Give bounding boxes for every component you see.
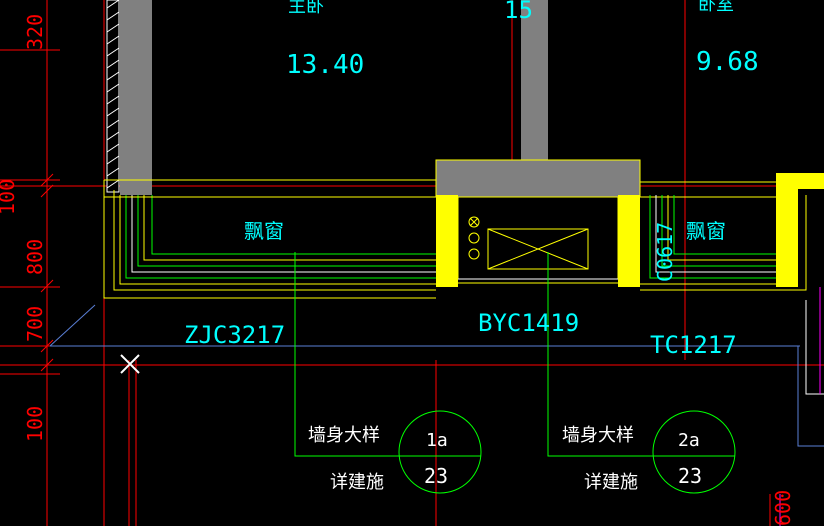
symbol-circle-1 [468, 216, 480, 228]
callout-right-number: 2a [678, 430, 700, 451]
middle-unit [457, 196, 619, 284]
dim-700: 700 [23, 306, 47, 342]
callout-right-subtitle: 详建施 [584, 472, 638, 493]
annotation-lines [49, 252, 824, 526]
callout-left-title: 墙身大样 [308, 425, 380, 446]
dim-100-top: 100 [0, 179, 19, 215]
room-label-left: 主卧 [288, 0, 324, 17]
window-tc1217: TC1217 [650, 331, 737, 359]
callout-right [652, 410, 736, 494]
symbol-circle-3 [468, 248, 480, 260]
symbol-circle-2 [468, 232, 480, 244]
callout-left-subtitle: 详建施 [330, 472, 384, 493]
dim-320: 320 [23, 14, 47, 50]
room-area-left: 13.40 [286, 50, 364, 80]
callout-left-number: 1a [426, 430, 448, 451]
dim-100-bottom: 100 [23, 406, 47, 442]
callout-right-sheet: 23 [678, 464, 702, 488]
bay-window-label-left: 飘窗 [244, 219, 284, 243]
window-c0617: C0617 [653, 222, 677, 282]
dim-600: 600 [771, 490, 795, 526]
window-byc1419: BYC1419 [478, 309, 579, 337]
bay-window-lines [103, 179, 807, 299]
window-zjc3217: ZJC3217 [184, 321, 285, 349]
room-label-middle: 15 [504, 0, 533, 24]
room-label-right: 卧室 [698, 0, 734, 15]
bay-window-label-right: 飘窗 [686, 219, 726, 243]
yellow-columns [436, 173, 824, 287]
room-area-right: 9.68 [696, 47, 759, 77]
dim-800: 800 [23, 239, 47, 275]
gray-walls [120, 0, 641, 198]
dimension-ticks [40, 173, 54, 372]
callout-left [398, 410, 482, 494]
hatched-wall [106, 0, 120, 193]
cross-mark [120, 354, 140, 374]
callout-left-sheet: 23 [424, 464, 448, 488]
callout-right-title: 墙身大样 [562, 425, 634, 446]
